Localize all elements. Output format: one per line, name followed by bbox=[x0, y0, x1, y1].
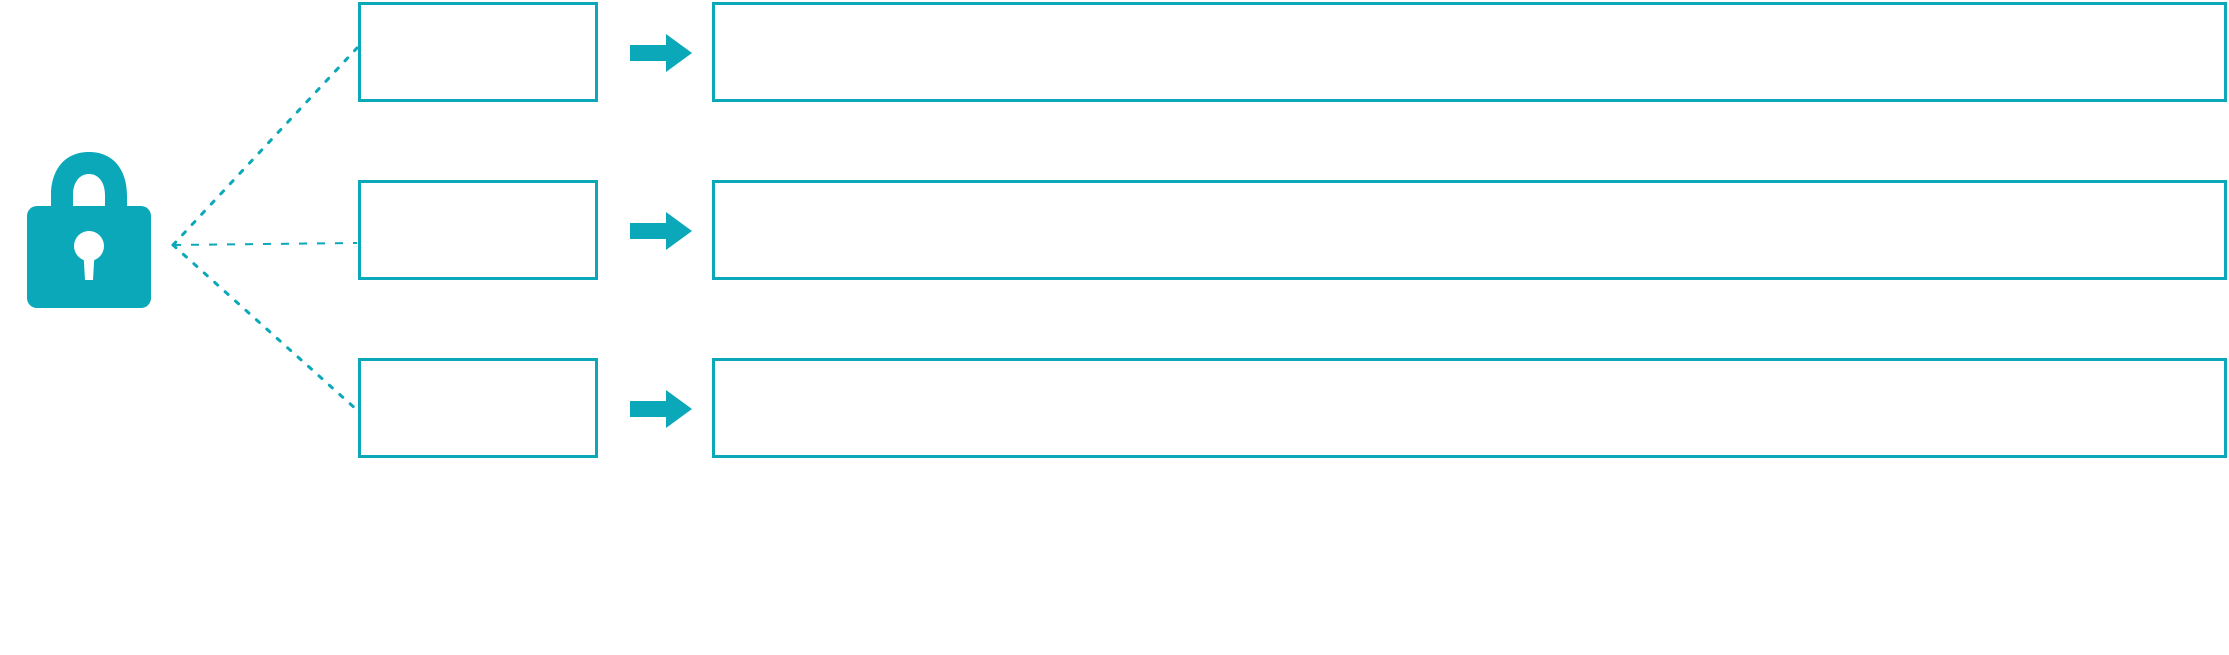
arrow-right-icon-3 bbox=[630, 390, 692, 428]
flow-row-2 bbox=[0, 178, 2229, 282]
arrow-right-icon-1 bbox=[630, 34, 692, 72]
flow-row-1 bbox=[0, 0, 2229, 104]
input-box-3[interactable] bbox=[358, 358, 598, 458]
flow-row-3 bbox=[0, 356, 2229, 460]
output-box-2[interactable] bbox=[712, 180, 2227, 280]
output-box-1[interactable] bbox=[712, 2, 2227, 102]
arrow-right-icon-2 bbox=[630, 212, 692, 250]
lock-icon bbox=[27, 152, 151, 308]
output-box-3[interactable] bbox=[712, 358, 2227, 458]
input-box-2[interactable] bbox=[358, 180, 598, 280]
input-box-1[interactable] bbox=[358, 2, 598, 102]
